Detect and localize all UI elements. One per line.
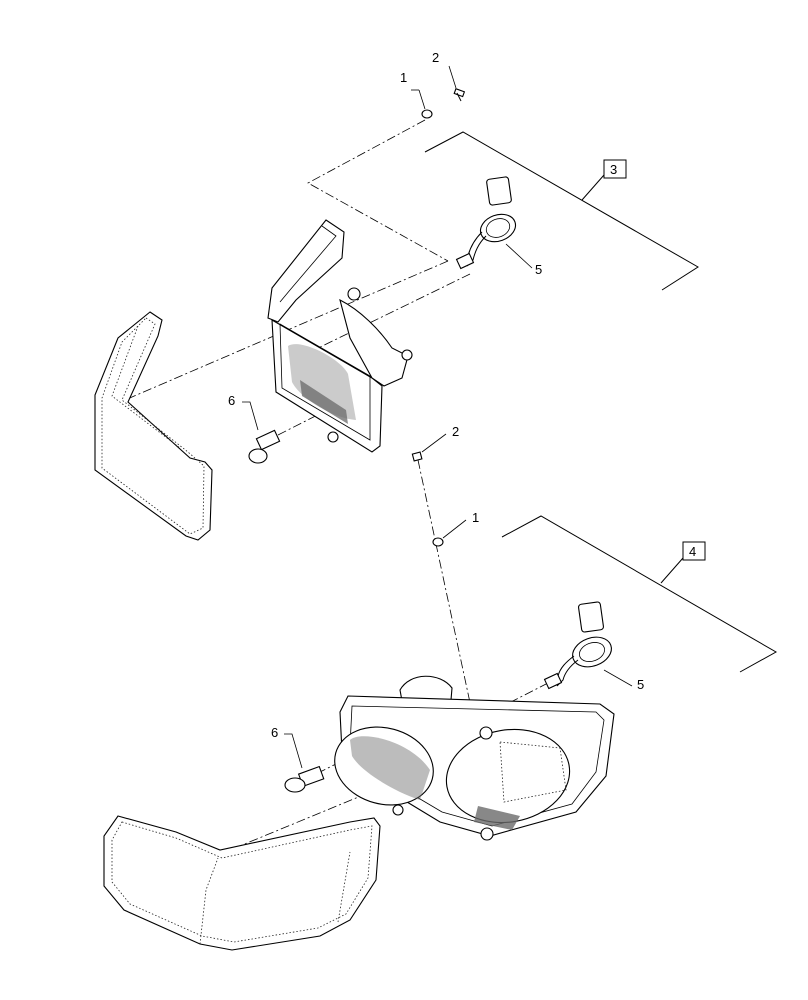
callout-middle-washer: 1 <box>472 510 479 525</box>
middle-screw-part <box>411 433 447 462</box>
callout-top-assembly: 3 <box>603 159 627 179</box>
svg-text:1: 1 <box>472 510 479 525</box>
svg-text:3: 3 <box>610 162 617 177</box>
top-bulb-part <box>242 401 281 464</box>
bottom-assembly-bracket <box>501 515 778 673</box>
callout-bottom-assembly: 4 <box>682 541 706 561</box>
top-screw-part <box>448 65 466 102</box>
top-housing-part <box>267 219 413 453</box>
top-lens-part <box>94 311 213 541</box>
bottom-harness-part <box>543 601 633 690</box>
bottom-bulb-part <box>284 733 325 793</box>
bottom-lens-part <box>103 815 381 951</box>
middle-leader <box>417 459 479 741</box>
top-harness-part <box>455 176 533 270</box>
callout-bottom-bulb: 6 <box>271 725 278 740</box>
callout-top-washer: 1 <box>400 70 407 85</box>
svg-text:4: 4 <box>689 544 696 559</box>
svg-text:5: 5 <box>637 677 644 692</box>
callout-bottom-harness: 5 <box>637 677 644 692</box>
top-assembly-bracket <box>424 131 699 291</box>
svg-text:1: 1 <box>400 70 407 85</box>
svg-text:6: 6 <box>271 725 278 740</box>
svg-text:6: 6 <box>228 393 235 408</box>
svg-text:2: 2 <box>432 50 439 65</box>
top-washer-part <box>411 89 433 119</box>
svg-text:5: 5 <box>535 262 542 277</box>
bottom-housing-part <box>334 675 615 841</box>
svg-text:2: 2 <box>452 424 459 439</box>
callout-top-screw: 2 <box>432 50 439 65</box>
middle-washer-part <box>432 519 467 547</box>
callout-top-harness: 5 <box>535 262 542 277</box>
callout-top-bulb: 6 <box>228 393 235 408</box>
callout-middle-screw: 2 <box>452 424 459 439</box>
